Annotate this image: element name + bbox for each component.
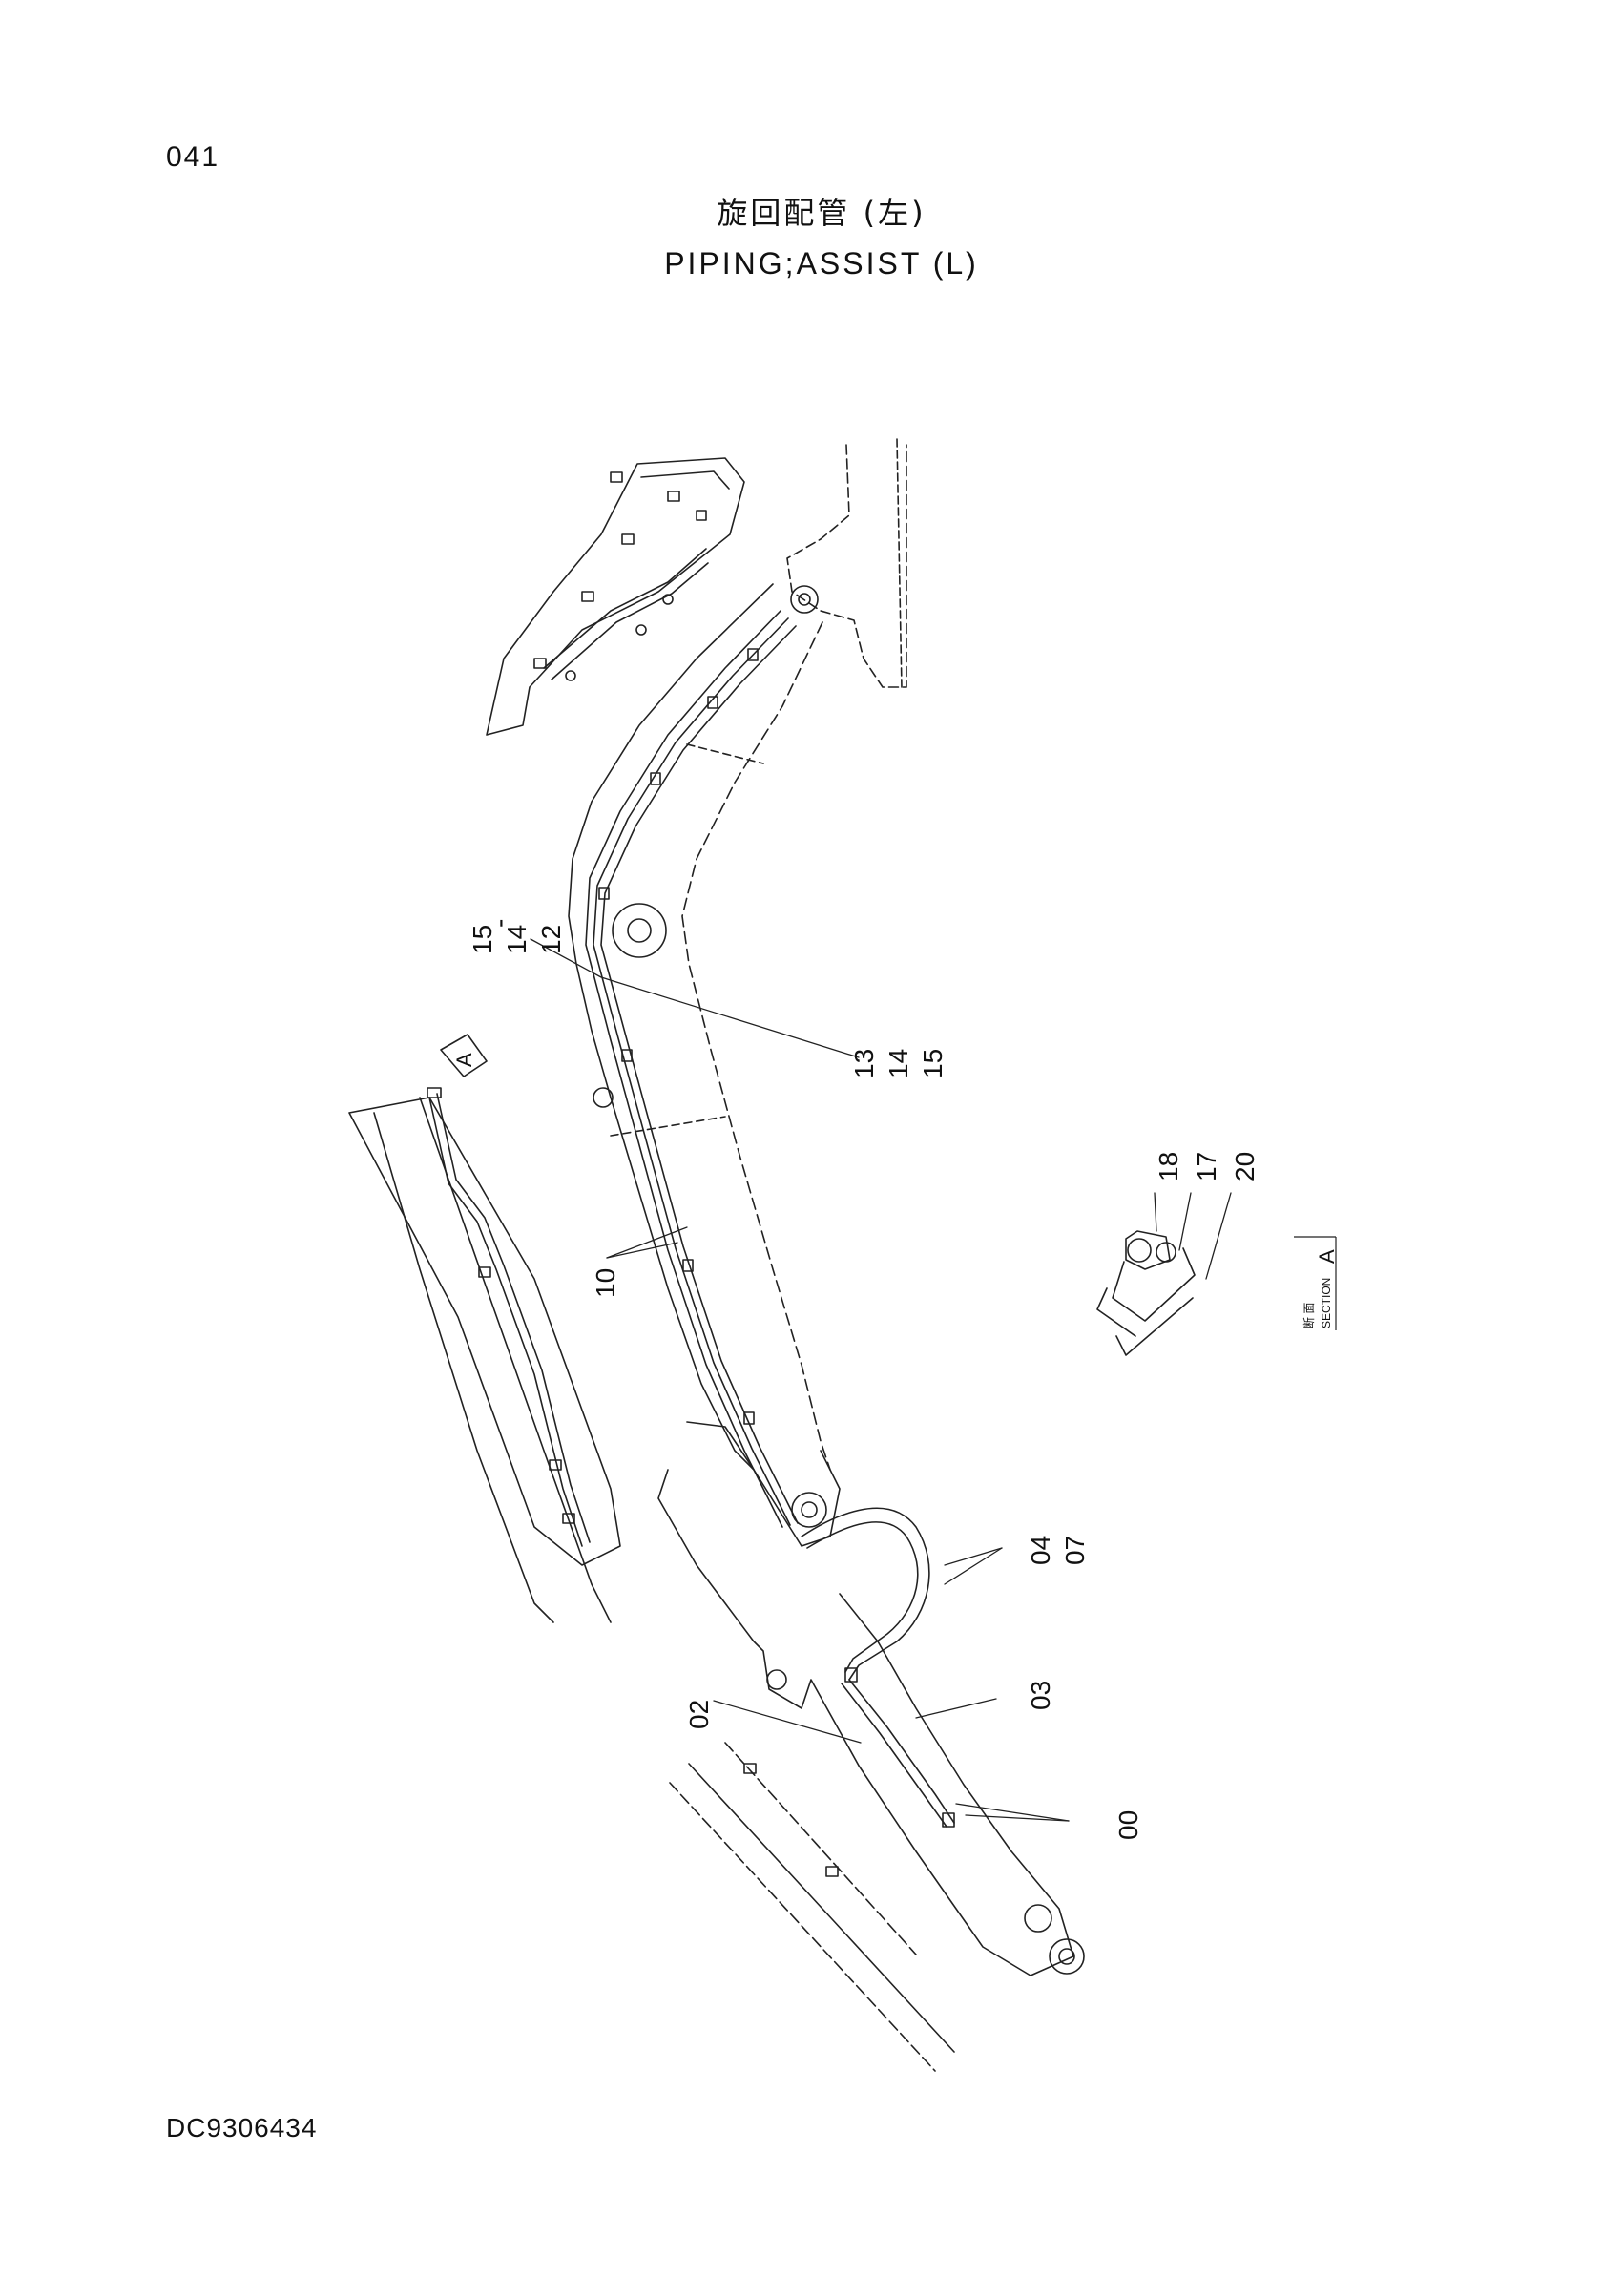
callout-13: 13: [849, 1049, 879, 1078]
section-letter: A: [1315, 1249, 1339, 1264]
callout-15-14-12: 15 - 14 12: [468, 919, 566, 954]
boom-body: [568, 583, 831, 1471]
view-a-marker: [440, 1034, 488, 1077]
callout-03: 03: [1026, 1681, 1055, 1710]
callout-10: 10: [591, 1268, 620, 1298]
leader-lines: [530, 938, 1232, 1822]
view-a-letter: A: [452, 1053, 476, 1067]
callout-17: 17: [1192, 1152, 1221, 1181]
section-label-en: SECTION: [1320, 1278, 1333, 1328]
detail-mount-plate: [486, 457, 745, 736]
callout-07: 07: [1060, 1536, 1090, 1565]
callout-15: 15: [468, 925, 497, 954]
arm-body: [657, 1421, 1085, 1976]
page-number: 041: [166, 141, 220, 173]
detail-arm-lower: [669, 1742, 955, 2072]
boom-foot-bracket: [786, 438, 907, 690]
section-a-caption: 断 面 SECTION A: [1294, 1236, 1339, 1330]
callout-15b: 15: [918, 1049, 947, 1078]
callout-18: 18: [1154, 1152, 1183, 1181]
svg-text:02: 02: [684, 1700, 714, 1729]
svg-text:00: 00: [1114, 1810, 1143, 1840]
dash: -: [485, 919, 514, 928]
callout-13-14-15: 13 14 15: [849, 1049, 947, 1078]
callout-14b: 14: [884, 1049, 913, 1078]
svg-text:18: 18: [1154, 1152, 1183, 1181]
callout-12: 12: [536, 925, 566, 954]
section-a-detail: [1096, 1230, 1196, 1356]
svg-text:20: 20: [1230, 1152, 1260, 1181]
svg-text:03: 03: [1026, 1681, 1055, 1710]
section-label-jp: 断 面: [1301, 1303, 1316, 1328]
callout-00: 00: [1114, 1810, 1143, 1840]
detail-arm-strip: [348, 1087, 621, 1623]
callout-04-07: 04 07: [1026, 1536, 1090, 1565]
title-japanese: 旋回配管 (左): [717, 195, 927, 231]
document-code: DC9306434: [166, 2113, 318, 2143]
callout-20: 20: [1230, 1152, 1260, 1181]
boom-hose-bundle: [585, 610, 799, 1528]
svg-text:A: A: [452, 1053, 476, 1067]
callout-02: 02: [684, 1700, 714, 1729]
svg-text:17: 17: [1192, 1152, 1221, 1181]
callout-14: 14: [502, 925, 531, 954]
callout-04: 04: [1026, 1536, 1055, 1565]
svg-text:10: 10: [591, 1268, 620, 1298]
title-block: 旋回配管 (左) PIPING;ASSIST (L): [0, 189, 1624, 282]
hose-loop: [801, 1507, 955, 1828]
title-english: PIPING;ASSIST (L): [664, 246, 979, 281]
